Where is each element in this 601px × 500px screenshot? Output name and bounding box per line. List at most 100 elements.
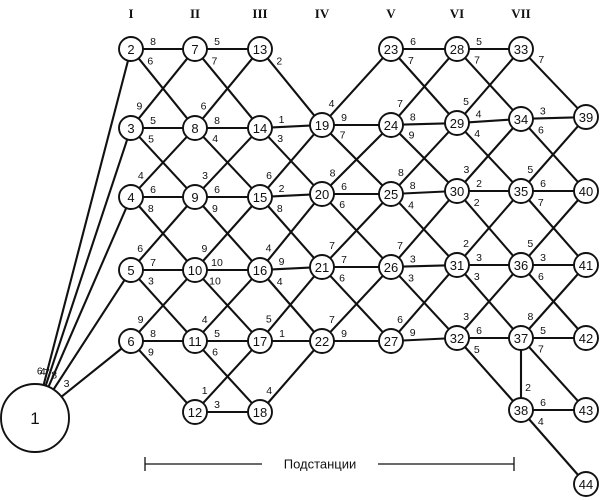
- edge-weight-8-13: 6: [201, 101, 207, 113]
- edge-28-34: [464, 56, 514, 112]
- edge-31-35: [463, 199, 515, 257]
- node-9: 9: [182, 184, 208, 210]
- node-circle: [378, 328, 404, 354]
- edge-weight-31-37: 3: [474, 271, 480, 283]
- edge-1-3: [44, 138, 129, 387]
- node-label: 22: [315, 334, 329, 349]
- node-41: 41: [573, 252, 599, 278]
- node-label: 12: [188, 405, 202, 420]
- node-42: 42: [573, 325, 599, 351]
- edge-weight-19-25: 7: [340, 130, 346, 142]
- edge-weight-7-14: 7: [211, 56, 217, 68]
- node-circle: [182, 328, 208, 354]
- node-3: 3: [118, 115, 144, 141]
- node-21: 21: [309, 254, 335, 280]
- edge-weight-5-11: 3: [148, 276, 154, 288]
- node-label: 26: [384, 260, 398, 275]
- edge-14-19: [270, 124, 312, 129]
- edge-15-20: [270, 193, 312, 198]
- node-label: 43: [579, 403, 593, 418]
- node-circle: [247, 115, 273, 141]
- edge-weight-14-19: 1: [279, 114, 285, 126]
- node-label: 42: [579, 331, 593, 346]
- edge-37-43: [527, 345, 580, 403]
- node-43: 43: [573, 397, 599, 423]
- edge-9-14: [202, 135, 253, 190]
- edge-weight-22-26: 7: [329, 314, 335, 326]
- node-label: 34: [514, 112, 528, 127]
- node-label: 25: [384, 187, 398, 202]
- substations-caption: Подстанции: [144, 457, 515, 472]
- edge-17-21: [266, 275, 316, 333]
- edge-6-12: [137, 348, 189, 405]
- node-circle: [508, 252, 534, 278]
- edge-weight-11-18: 6: [212, 347, 218, 359]
- node-label: 16: [253, 263, 267, 278]
- node-circle: [573, 471, 599, 497]
- node-label: 13: [253, 42, 267, 57]
- node-circle: [378, 254, 404, 280]
- node-34: 34: [508, 106, 534, 132]
- edge-weight-24-29: 8: [410, 111, 416, 123]
- edge-weight-1-6: 3: [64, 378, 70, 390]
- edge-weight-1-2: 6: [37, 366, 43, 378]
- node-label: 17: [253, 334, 267, 349]
- edge-38-44: [527, 417, 580, 477]
- node-circle: [247, 184, 273, 210]
- edge-weight-29-34: 4: [476, 109, 482, 121]
- edge-8-13: [201, 57, 254, 120]
- edge-32-36: [463, 272, 515, 331]
- edge-26-30: [397, 199, 451, 259]
- edge-weight-2-8: 6: [147, 56, 153, 68]
- edge-weight-3-8: 5: [150, 115, 156, 127]
- edge-weight-4-10: 8: [148, 203, 154, 215]
- edge-weight-12-17: 1: [202, 385, 208, 397]
- node-label: 29: [450, 116, 464, 131]
- edge-weight-15-19: 6: [266, 170, 272, 182]
- node-32: 32: [444, 325, 470, 351]
- edge-weight-22-27: 9: [341, 328, 347, 340]
- edge-25-29: [398, 130, 450, 187]
- edge-37-41: [527, 272, 580, 331]
- stage-label-3: III: [252, 6, 267, 21]
- node-label: 8: [191, 121, 198, 136]
- node-label: 3: [127, 121, 134, 136]
- node-label: 35: [514, 184, 528, 199]
- node-label: 27: [384, 334, 398, 349]
- node-circle: [309, 254, 335, 280]
- node-13: 13: [247, 36, 273, 62]
- edge-weight-29-35: 4: [474, 128, 480, 140]
- edge-weight-19-23: 4: [329, 98, 335, 110]
- edge-24-29: [401, 122, 447, 126]
- edge-weight-32-37: 6: [476, 325, 482, 337]
- node-label: 36: [514, 258, 528, 273]
- edge-weight-16-22: 4: [277, 276, 283, 288]
- node-label: 20: [315, 187, 329, 202]
- node-label: 2: [127, 42, 134, 57]
- edge-weight-35-40: 6: [540, 178, 546, 190]
- edge-weight-16-21: 9: [279, 256, 285, 268]
- node-circle: [378, 36, 404, 62]
- edge-weight-6-11: 8: [150, 328, 156, 340]
- edges: [42, 47, 580, 477]
- node-15: 15: [247, 184, 273, 210]
- node-circle: [182, 257, 208, 283]
- edge-weight-6-10: 9: [138, 314, 144, 326]
- edge-21-25: [329, 201, 384, 260]
- node-circle: [309, 112, 335, 138]
- node-12: 12: [182, 399, 208, 425]
- edge-24-28: [397, 57, 451, 117]
- node-18: 18: [247, 399, 273, 425]
- node-label: 41: [579, 258, 593, 273]
- edge-weight-34-39: 3: [540, 105, 546, 117]
- stage-label-4: IV: [315, 6, 330, 21]
- edge-weight-31-35: 2: [463, 238, 469, 250]
- edge-weight-37-41: 8: [527, 311, 533, 323]
- edge-weight-26-30: 7: [397, 240, 403, 252]
- node-2: 2: [118, 36, 144, 62]
- node-27: 27: [378, 328, 404, 354]
- node-19: 19: [309, 112, 335, 138]
- edge-1-6: [60, 347, 123, 398]
